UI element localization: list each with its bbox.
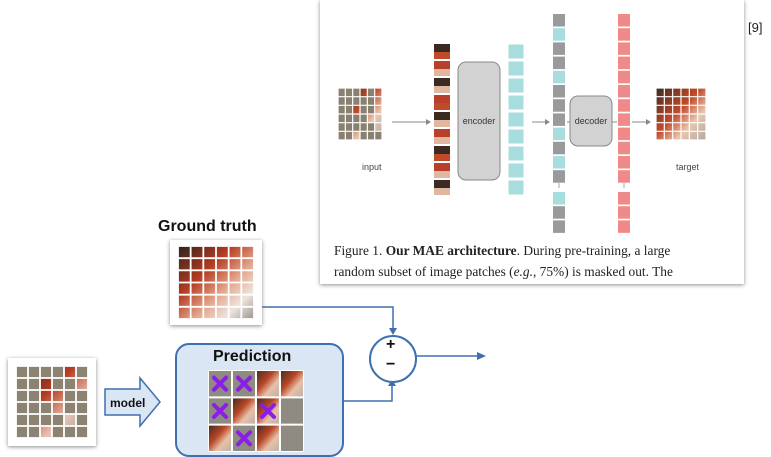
paper-figure-excerpt: input encoder decoder target Figure 1. O… [320,0,744,284]
caption-bold-title: Our MAE architecture [385,243,517,258]
prediction-image [207,369,305,453]
masked-patch-x-icon [236,375,252,392]
input-label: input [362,162,382,172]
caption-eg: e.g. [513,264,533,279]
figure-caption: Figure 1. Our MAE architecture. During p… [334,240,734,282]
reference-number: [9] [748,20,763,35]
loss-comparator-circle [369,335,417,383]
ground-truth-label: Ground truth [158,218,257,235]
plus-sign: + [386,336,396,353]
masked-patch-x-icon [236,430,252,447]
encoder-label: encoder [462,116,496,126]
masked-input-image [8,358,96,446]
minus-sign: − [386,356,396,373]
full-token-sequence-column [553,14,565,233]
caption-prefix: Figure 1. [334,243,383,258]
input-image [337,87,383,141]
encoder-block [457,61,501,181]
target-image [655,87,707,141]
masked-patch-x-icon [212,375,228,392]
masked-patch-x-icon [212,403,228,419]
decoder-output-column [618,14,630,233]
decoder-block [569,95,613,147]
masked-patch-x-icon [260,403,276,419]
model-label: model [110,396,146,410]
prediction-label: Prediction [213,348,292,365]
decoder-label: decoder [574,116,608,126]
caption-line1-rest: . During pre-training, a large [516,243,671,258]
caption-line2-a: random subset of image patches ( [334,264,514,279]
mae-architecture-graphic [337,14,707,233]
model-arrow [104,375,161,429]
ground-truth-image [170,240,262,325]
caption-line2-b: , 75%) is masked out. The [532,264,673,279]
target-label: target [676,162,700,172]
encoded-tokens-column [507,43,525,196]
visible-patches-column [434,44,450,195]
